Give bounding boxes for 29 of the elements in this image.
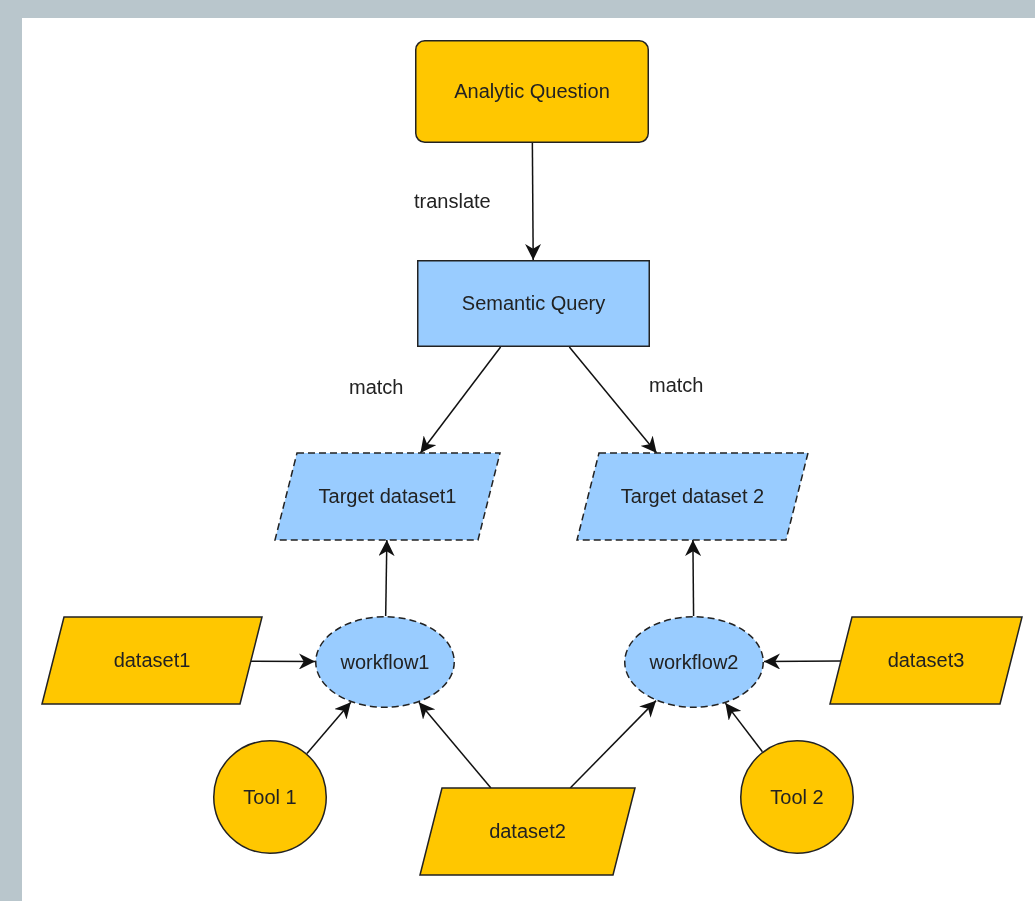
node-label: dataset2 (489, 820, 566, 843)
arrow (763, 653, 842, 670)
arrow (306, 701, 352, 755)
node-label: Target dataset 2 (620, 485, 765, 508)
node-label: dataset3 (887, 649, 965, 672)
arrow (419, 346, 502, 454)
ellipse-node (315, 616, 455, 708)
arrow (568, 346, 658, 454)
ellipse-node (213, 740, 327, 854)
arrow (569, 699, 657, 789)
arrow (250, 653, 316, 670)
node-label: Semantic Query (461, 292, 606, 315)
process-box (417, 260, 650, 347)
rounded-box (415, 40, 649, 143)
arrow (525, 142, 542, 261)
node-label: Target dataset1 (318, 485, 457, 508)
node-label: Tool 1 (243, 785, 297, 809)
arrow (418, 701, 492, 789)
ellipse-node (740, 740, 854, 854)
node-label: workflow1 (340, 650, 430, 674)
node-label: Tool 2 (770, 785, 824, 809)
ellipse-node (624, 616, 764, 708)
node-label: workflow2 (649, 650, 739, 674)
arrow (685, 539, 702, 617)
arrow (724, 702, 764, 753)
node-label: Analytic Question (454, 80, 610, 103)
node-label: dataset1 (113, 649, 191, 672)
arrow (378, 539, 395, 617)
data-parallelogram (42, 617, 262, 704)
